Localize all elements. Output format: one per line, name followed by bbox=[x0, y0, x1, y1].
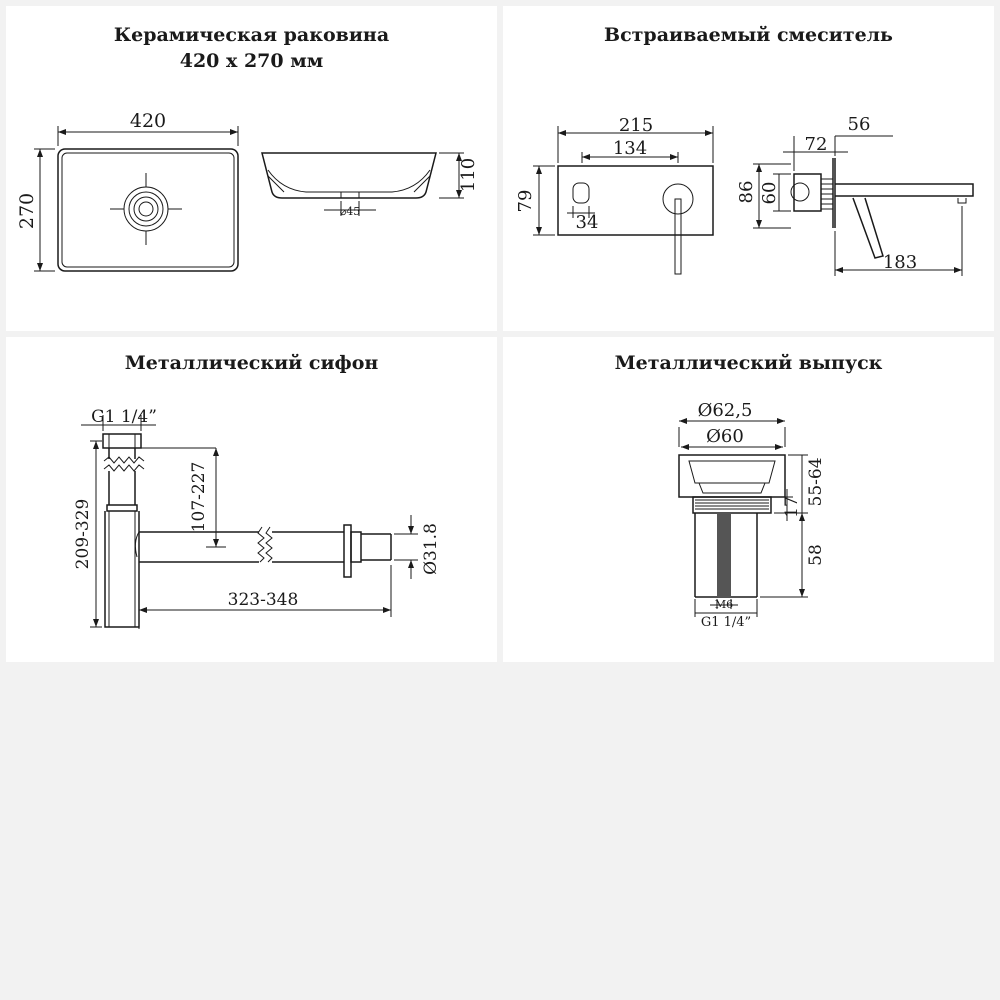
sink-subtitle: 420 x 270 мм bbox=[179, 50, 324, 72]
mixer-wall-plate bbox=[832, 158, 836, 228]
sink-side-outline bbox=[261, 152, 437, 199]
mixer-lever bbox=[674, 198, 682, 275]
mixer-spout-right-label: 56 bbox=[848, 114, 871, 135]
outlet-title: Металлический выпуск bbox=[614, 352, 883, 374]
siphon-height-label: 209-329 bbox=[73, 499, 93, 570]
mixer-drawing: 215 134 79 34 72 56 86 60 18 bbox=[515, 114, 974, 276]
outlet-rod bbox=[717, 513, 731, 597]
mixer-panel: Встраиваемый смеситель 215 134 79 34 72 bbox=[503, 6, 994, 331]
outlet-bolt-label: M6 bbox=[715, 598, 733, 611]
sink-drain-label: ⌀45 bbox=[340, 205, 361, 218]
mixer-title: Встраиваемый смеситель bbox=[604, 24, 893, 46]
mixer-thread bbox=[821, 178, 833, 210]
mixer-spout-length-label: 183 bbox=[883, 252, 917, 273]
mixer-offset-label: 34 bbox=[576, 212, 599, 233]
siphon-inner-label: 107-227 bbox=[189, 462, 209, 533]
siphon-bottle bbox=[104, 511, 140, 628]
siphon-upper-tube bbox=[108, 471, 136, 505]
sink-drain-dim bbox=[324, 201, 376, 216]
siphon-title: Металлический сифон bbox=[124, 352, 379, 374]
siphon-panel: Металлический сифон G1 1/4” 209-329 bbox=[6, 337, 497, 662]
mixer-handle-rosette bbox=[662, 183, 694, 215]
siphon-top-nut bbox=[102, 433, 142, 449]
outlet-range-label: 55-64 bbox=[806, 457, 826, 506]
mixer-h60-label: 60 bbox=[759, 182, 780, 205]
mixer-spout-opening bbox=[572, 182, 590, 204]
siphon-horizontal-pipe bbox=[139, 531, 259, 563]
outlet-panel: Металлический выпуск Ø62,5 Ø60 55-64 17 … bbox=[503, 337, 994, 662]
sink-top-inner bbox=[61, 152, 235, 268]
outlet-h58-label: 58 bbox=[806, 544, 826, 566]
sink-height-label: 110 bbox=[458, 158, 479, 192]
sink-width-label: 420 bbox=[130, 110, 166, 132]
mixer-side-lever bbox=[852, 197, 884, 259]
siphon-length-label: 323-348 bbox=[228, 590, 299, 610]
outlet-inner-diameter-label: Ø60 bbox=[706, 426, 744, 447]
mixer-spout bbox=[835, 183, 974, 197]
outlet-thread-label: G1 1/4” bbox=[701, 615, 751, 630]
mixer-axis-label: 134 bbox=[613, 138, 647, 159]
drain-ring bbox=[123, 186, 169, 232]
sink-drawing: 420 270 ⌀45 110 bbox=[16, 110, 479, 272]
sink-depth-dim bbox=[34, 148, 55, 272]
outlet-h17-label: 17 bbox=[782, 496, 802, 518]
mixer-plate-height-label: 79 bbox=[515, 190, 536, 213]
outlet-drawing: Ø62,5 Ø60 55-64 17 58 M6 G1 1/4” bbox=[678, 400, 826, 630]
mixer-h86-label: 86 bbox=[736, 181, 757, 204]
sink-title: Керамическая раковина bbox=[113, 24, 390, 46]
siphon-diameter-label: Ø31.8 bbox=[421, 523, 441, 575]
siphon-thread-label: G1 1/4” bbox=[91, 407, 157, 427]
mixer-plate-width-label: 215 bbox=[619, 115, 653, 136]
sink-top-outline bbox=[57, 148, 239, 272]
outlet-thread-neck bbox=[692, 496, 772, 514]
outlet-outer-diameter-label: Ø62,5 bbox=[698, 400, 753, 421]
sink-panel: Керамическая раковина 420 x 270 мм 420 2… bbox=[6, 6, 497, 331]
mixer-body bbox=[793, 173, 822, 212]
mixer-plate bbox=[557, 165, 714, 236]
sink-depth-label: 270 bbox=[16, 193, 38, 229]
sink-width-dim bbox=[57, 126, 239, 146]
siphon-flange bbox=[343, 524, 352, 578]
siphon-drawing: G1 1/4” 209-329 107-227 323-348 Ø31.8 bbox=[73, 407, 441, 629]
mixer-depth-label: 72 bbox=[805, 134, 828, 155]
